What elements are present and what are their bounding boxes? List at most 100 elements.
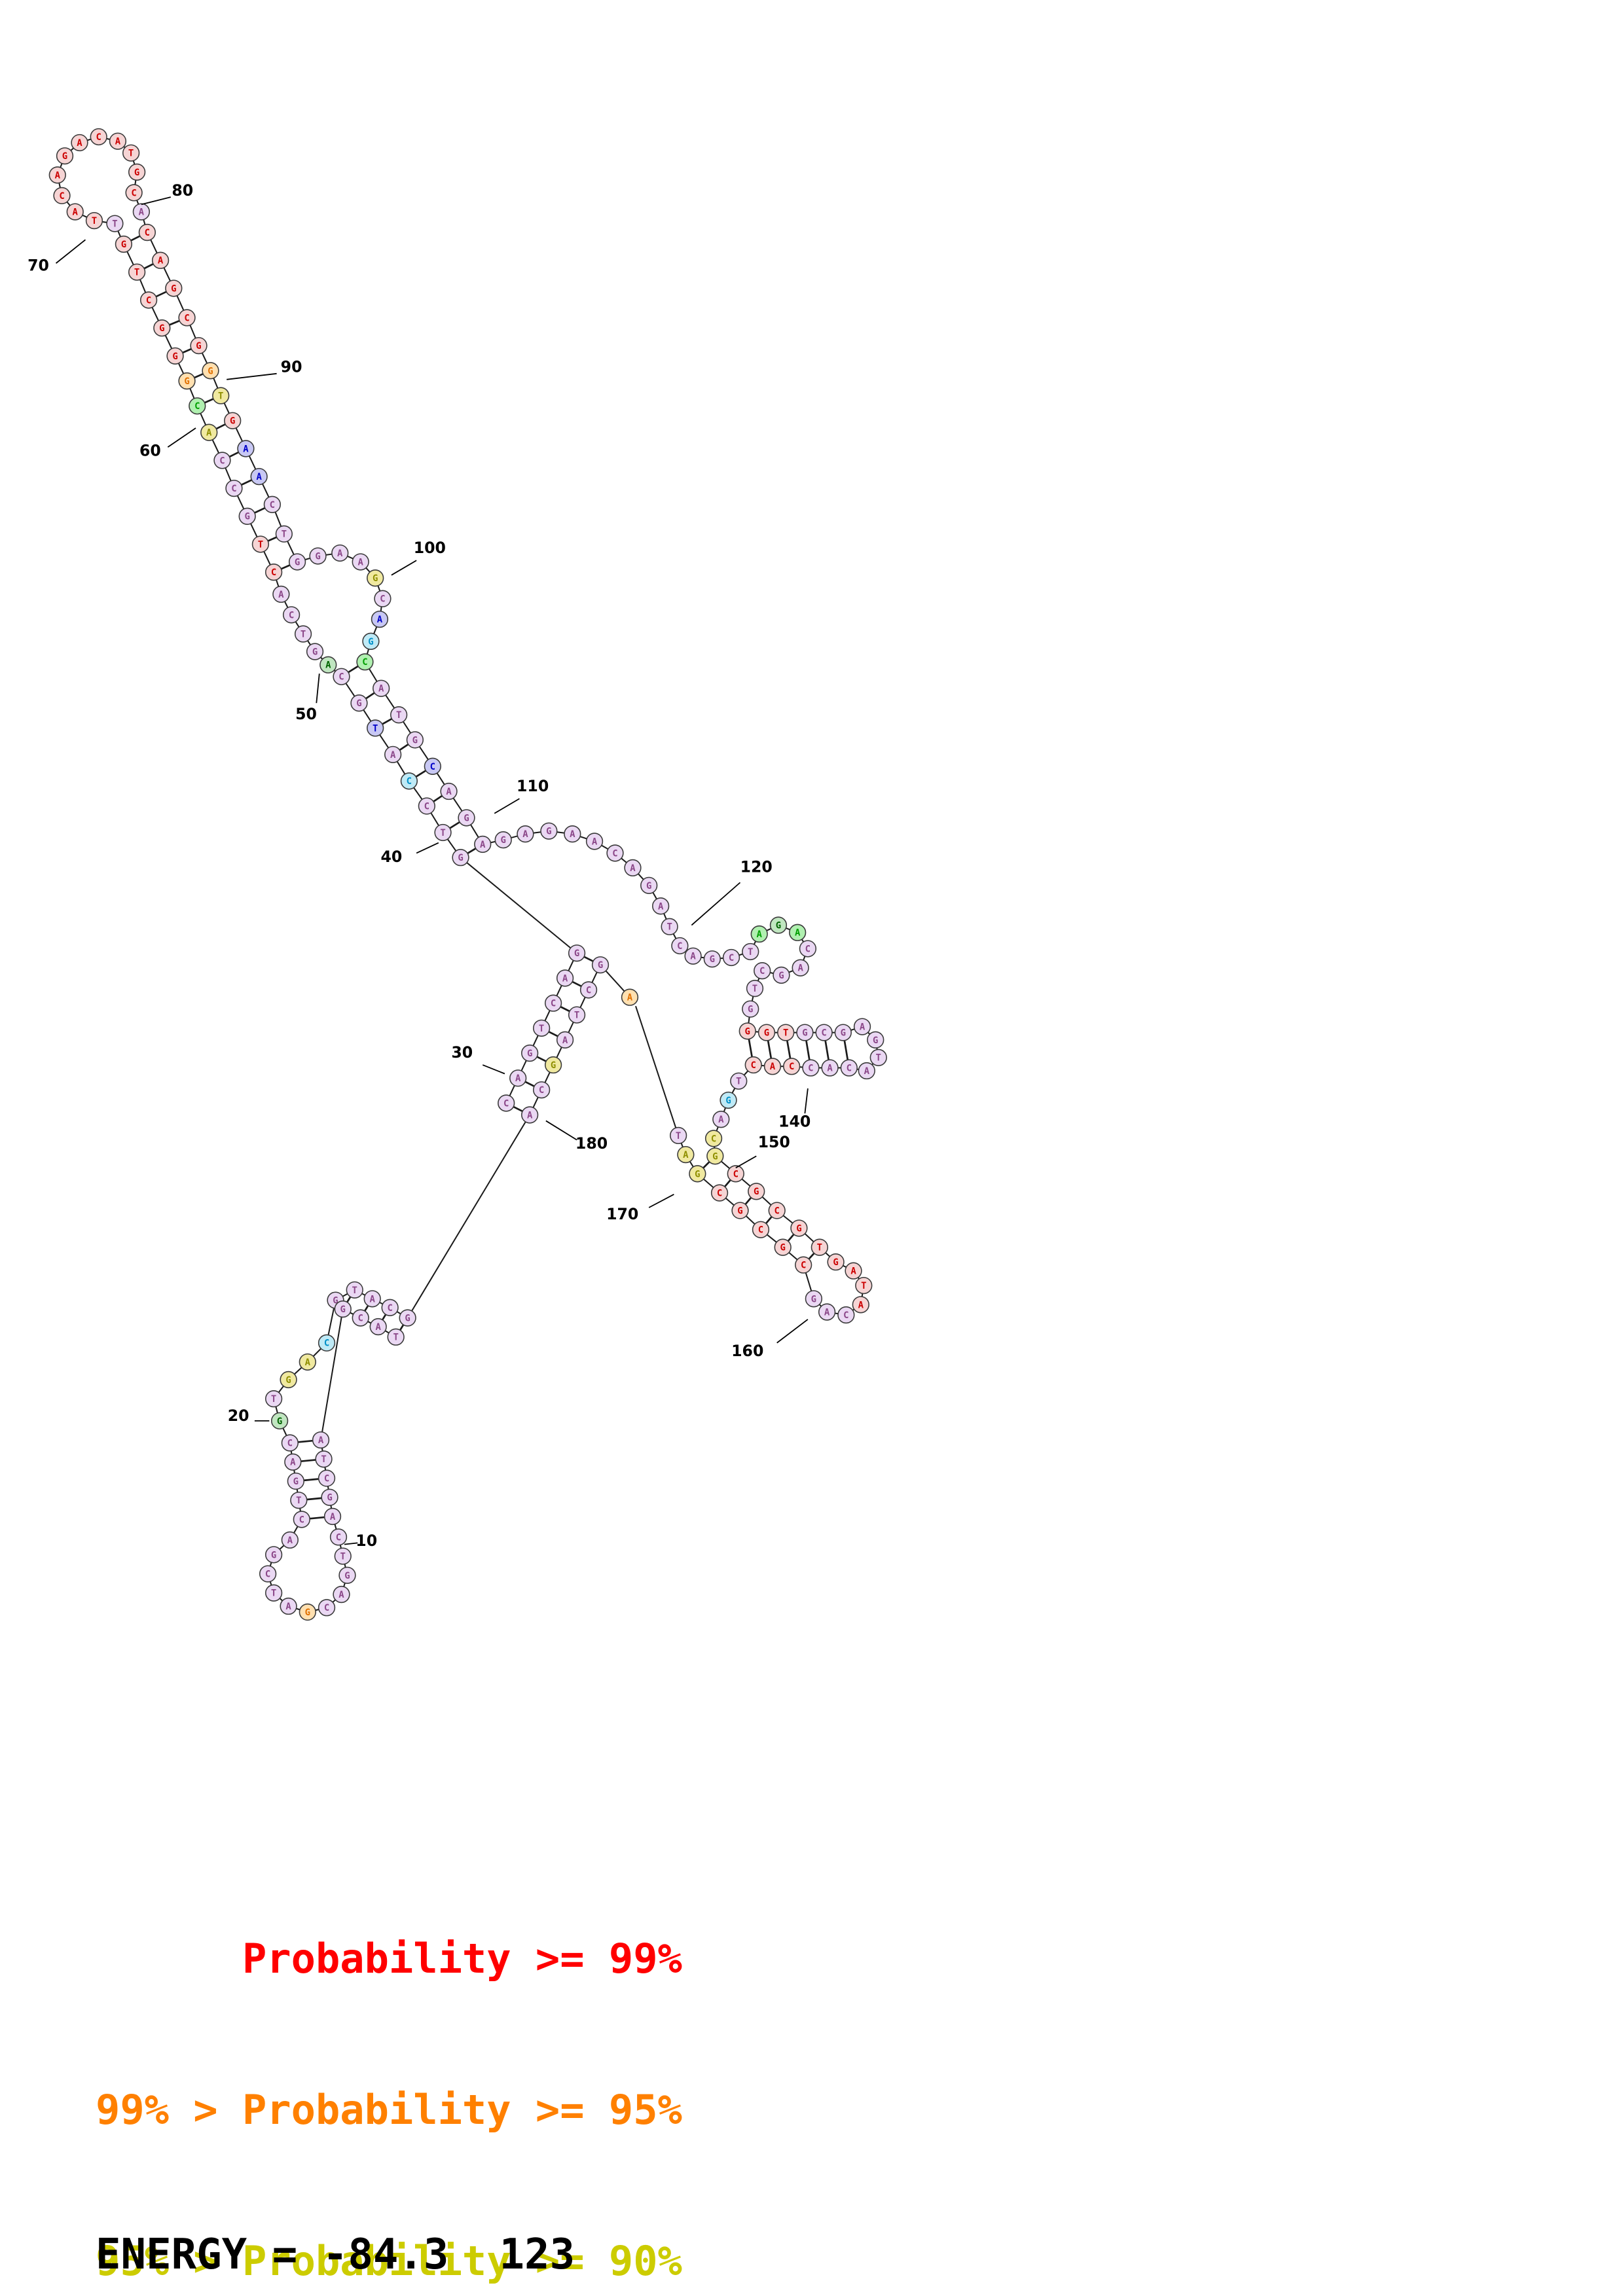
nucleotide-circle <box>381 1299 399 1316</box>
nucleotide: G <box>591 956 610 974</box>
nucleotide-letter: T <box>396 710 401 721</box>
nucleotide-letter: G <box>802 1028 807 1039</box>
nucleotide-letter: G <box>710 954 715 965</box>
nucleotide-circle <box>652 897 670 915</box>
nucleotide-circle <box>287 1472 304 1490</box>
nucleotide: C <box>329 1528 348 1546</box>
nucleotide: C <box>783 1058 801 1075</box>
nucleotide: C <box>213 452 231 469</box>
nucleotide: G <box>568 944 586 962</box>
nucleotide: A <box>564 825 581 843</box>
nucleotide-letter: G <box>745 1026 750 1037</box>
nucleotide: C <box>293 1511 310 1528</box>
nucleotide: C <box>671 937 689 955</box>
nucleotide-circle <box>374 590 392 607</box>
position-label: 30 <box>451 1043 473 1062</box>
nucleotide-circle <box>293 1511 310 1528</box>
nucleotide: C <box>722 948 740 967</box>
nucleotide-circle <box>346 1281 363 1299</box>
nucleotide-letter: A <box>827 1063 833 1073</box>
nucleotide: A <box>323 1507 342 1526</box>
nucleotide-circle <box>661 918 678 935</box>
nucleotide-circle <box>319 656 337 673</box>
nucleotide: A <box>151 251 170 269</box>
nucleotide-letter: C <box>758 1225 763 1236</box>
nucleotide: C <box>837 1306 855 1324</box>
position-label: 60 <box>139 442 161 460</box>
nucleotide-circle <box>440 782 458 800</box>
nucleotide: G <box>720 1091 737 1109</box>
position-tick <box>316 673 320 704</box>
backbone-junction-helix4-and-lower-left-domain <box>267 963 630 1613</box>
position-label: 70 <box>27 256 49 274</box>
nucleotide-letter: G <box>340 1304 346 1315</box>
nucleotide: A <box>509 1069 527 1087</box>
nucleotide: T <box>251 535 270 553</box>
nucleotide-circle <box>202 362 219 380</box>
nucleotide-circle <box>371 610 389 628</box>
nucleotide: C <box>352 1309 369 1327</box>
nucleotide-letter: T <box>301 630 306 640</box>
nucleotide-letter: T <box>748 947 753 958</box>
nucleotide-circle <box>115 235 133 253</box>
nucleotide-circle <box>390 706 408 724</box>
nucleotide-circle <box>684 947 702 965</box>
nucleotide: G <box>805 1290 823 1308</box>
nucleotide: G <box>128 163 146 181</box>
nucleotide-circle <box>356 653 374 671</box>
nucleotide-circle <box>362 632 380 650</box>
position-tick <box>141 196 172 206</box>
nucleotide: T <box>387 1328 405 1346</box>
nucleotide-letter: C <box>270 500 275 511</box>
nucleotide-letter: C <box>733 1169 739 1179</box>
nucleotide: A <box>852 1296 869 1314</box>
nucleotide: C <box>264 564 283 581</box>
nucleotide-letter: C <box>808 1063 813 1073</box>
nucleotide: G <box>190 336 208 355</box>
nucleotide: A <box>299 1353 316 1371</box>
nucleotide-letter: A <box>378 684 384 694</box>
nucleotide-letter: T <box>92 216 97 226</box>
nucleotide: A <box>66 203 84 221</box>
nucleotide: A <box>474 835 492 853</box>
nucleotide: T <box>777 1024 795 1041</box>
nucleotide-letter: C <box>717 1188 722 1198</box>
nucleotide-circle <box>458 809 475 827</box>
nucleotide-letter: C <box>194 401 200 412</box>
nucleotide-circle <box>90 128 107 146</box>
legend-line-p99: Probability >= 99% <box>96 1935 682 1982</box>
nucleotide-circle <box>369 1318 387 1336</box>
nucleotide: T <box>128 263 146 281</box>
nucleotide: C <box>498 1094 515 1112</box>
nucleotide: C <box>802 1059 820 1077</box>
nucleotide-letter: G <box>344 1571 350 1581</box>
nucleotide: C <box>754 962 771 980</box>
nucleotide-circle <box>264 1546 283 1564</box>
nucleotide-circle <box>224 412 242 429</box>
nucleotide-circle <box>591 956 610 974</box>
nucleotide-letter: G <box>312 647 318 657</box>
nucleotide: A <box>677 1145 695 1164</box>
nucleotide-circle <box>48 166 66 184</box>
nucleotide-circle <box>827 1253 845 1271</box>
nucleotide-letter: C <box>801 1261 806 1271</box>
nucleotide-letter: G <box>271 1550 276 1560</box>
nucleotide-circle <box>264 1584 283 1602</box>
nucleotide: C <box>532 1081 551 1099</box>
nucleotide-circle <box>621 988 639 1006</box>
probability-legend: Probability >= 99% 99% > Probability >= … <box>96 1833 682 2296</box>
nucleotide-letter: C <box>131 188 136 198</box>
nucleotide-circle <box>799 940 817 958</box>
nucleotide-letter: A <box>358 557 364 567</box>
nucleotide-letter: A <box>369 1294 375 1304</box>
nucleotide: G <box>288 553 306 571</box>
nucleotide-letter: C <box>265 1570 270 1580</box>
nucleotide-circle <box>805 1290 823 1308</box>
position-tick <box>167 427 196 448</box>
nucleotide-circle <box>363 1290 381 1308</box>
nucleotide-circle <box>281 1434 299 1452</box>
nucleotide: T <box>855 1276 873 1295</box>
nucleotide-circle <box>178 372 196 390</box>
nucleotide-circle <box>367 569 384 587</box>
